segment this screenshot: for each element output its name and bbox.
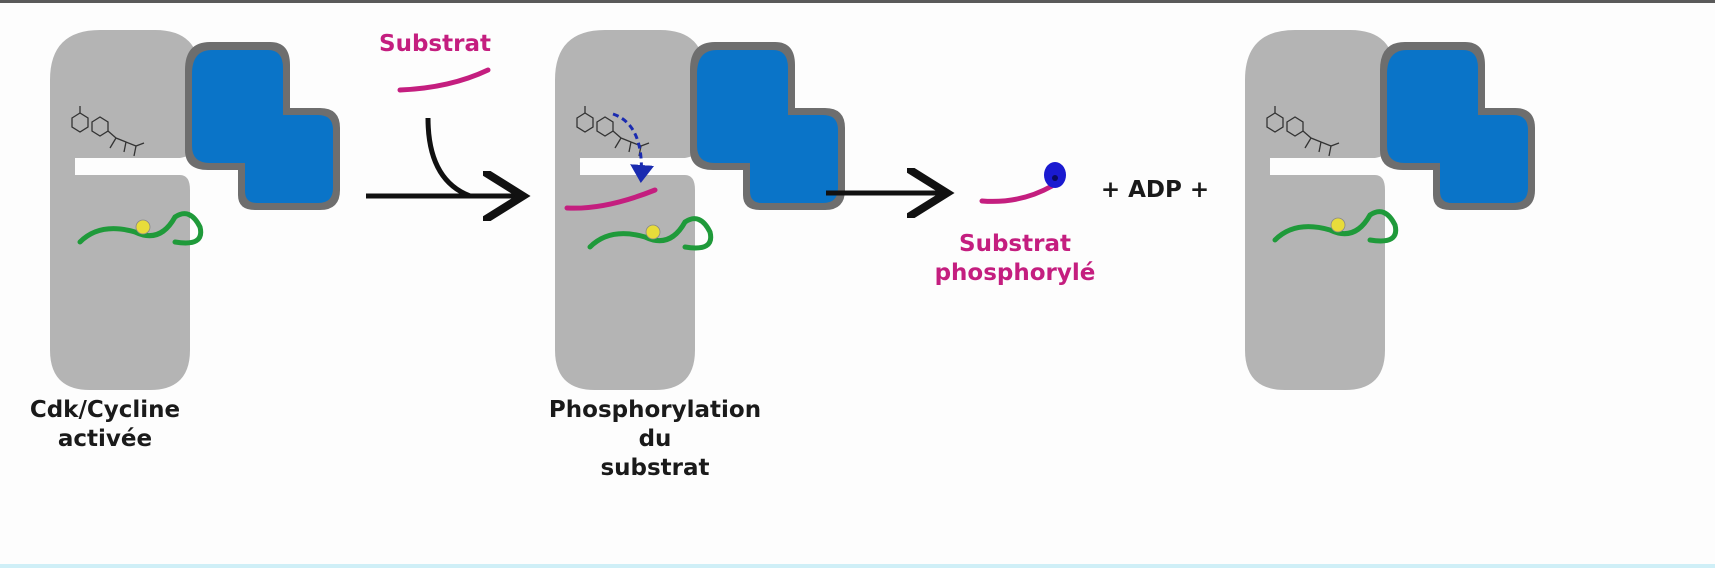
top-border <box>0 0 1715 3</box>
adp-label-text: + ADP + <box>1100 177 1210 203</box>
phosphorylation-label-line1: Phosphorylation <box>548 397 762 423</box>
substrate-bound <box>564 187 658 211</box>
cdk-cyclin-complex-2 <box>554 29 846 391</box>
adp-label: + ADP + <box>1095 176 1215 205</box>
phosphorylation-label: Phosphorylation du substrat <box>540 396 770 482</box>
substrate-label-text: Substrat <box>379 31 491 57</box>
cdk-cyclin-complex-1 <box>49 29 341 391</box>
phospho-substrate-label: Substrat phosphorylé <box>930 230 1100 288</box>
substrate-joining-curve <box>425 117 471 199</box>
phospho-substrate-label-line1: Substrat <box>959 231 1071 257</box>
bottom-border <box>0 564 1715 568</box>
complex-label-line2: activée <box>57 425 153 452</box>
phospho-substrate-line <box>979 183 1055 204</box>
phosphorylation-label-line2: du <box>638 425 672 452</box>
cdk-cyclin-complex-3 <box>1244 29 1536 391</box>
phosphate-transfer-arrow <box>612 112 655 183</box>
substrate-line-entering <box>397 67 491 93</box>
complex-label-line1: Cdk/Cycline <box>29 397 181 423</box>
complex-label: Cdk/Cycline activée <box>10 396 200 454</box>
phospho-substrate-label-line2: phosphorylé <box>934 259 1096 286</box>
substrate-label: Substrat <box>360 30 510 59</box>
phosphorylation-label-line3: substrat <box>600 454 710 481</box>
